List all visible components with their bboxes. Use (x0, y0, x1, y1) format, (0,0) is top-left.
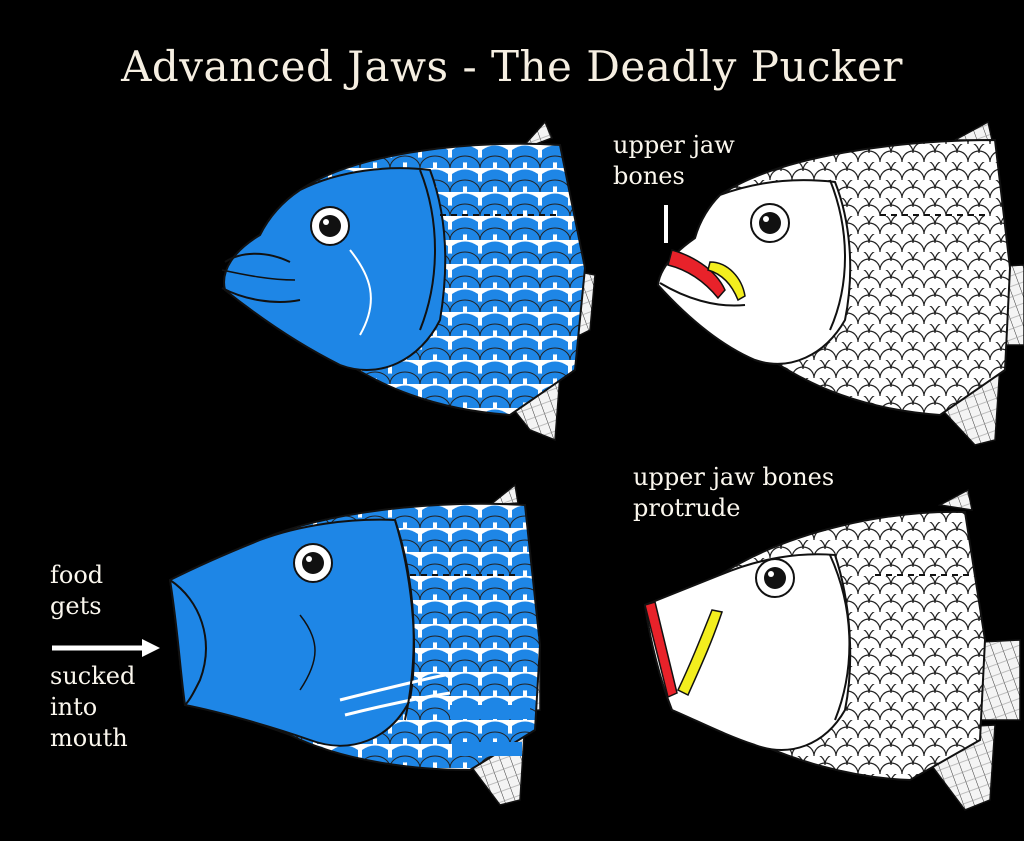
label-line: sucked (50, 662, 136, 690)
fish-top-left (221, 120, 596, 442)
fish-top-right (656, 120, 1024, 446)
label-line: into (50, 693, 98, 721)
fish-bottom-right (643, 488, 1021, 811)
label-line: bones (613, 162, 685, 190)
label-food-gets: food gets (50, 560, 103, 622)
diagram-title: Advanced Jaws - The Deadly Pucker (121, 42, 903, 91)
suction-arrow (52, 639, 160, 657)
label-upper-jaw-bones: upper jaw bones (613, 130, 735, 192)
fish-bottom-left (168, 483, 542, 806)
label-line: gets (50, 592, 102, 620)
label-line: upper jaw (613, 131, 735, 159)
label-line: food (50, 561, 104, 589)
label-sucked-into-mouth: sucked into mouth (50, 661, 135, 754)
label-line: upper jaw bones (633, 463, 835, 491)
label-line: mouth (50, 724, 128, 752)
label-upper-jaw-bones-protrude: upper jaw bones protrude (633, 462, 834, 524)
label-line: protrude (633, 494, 741, 522)
